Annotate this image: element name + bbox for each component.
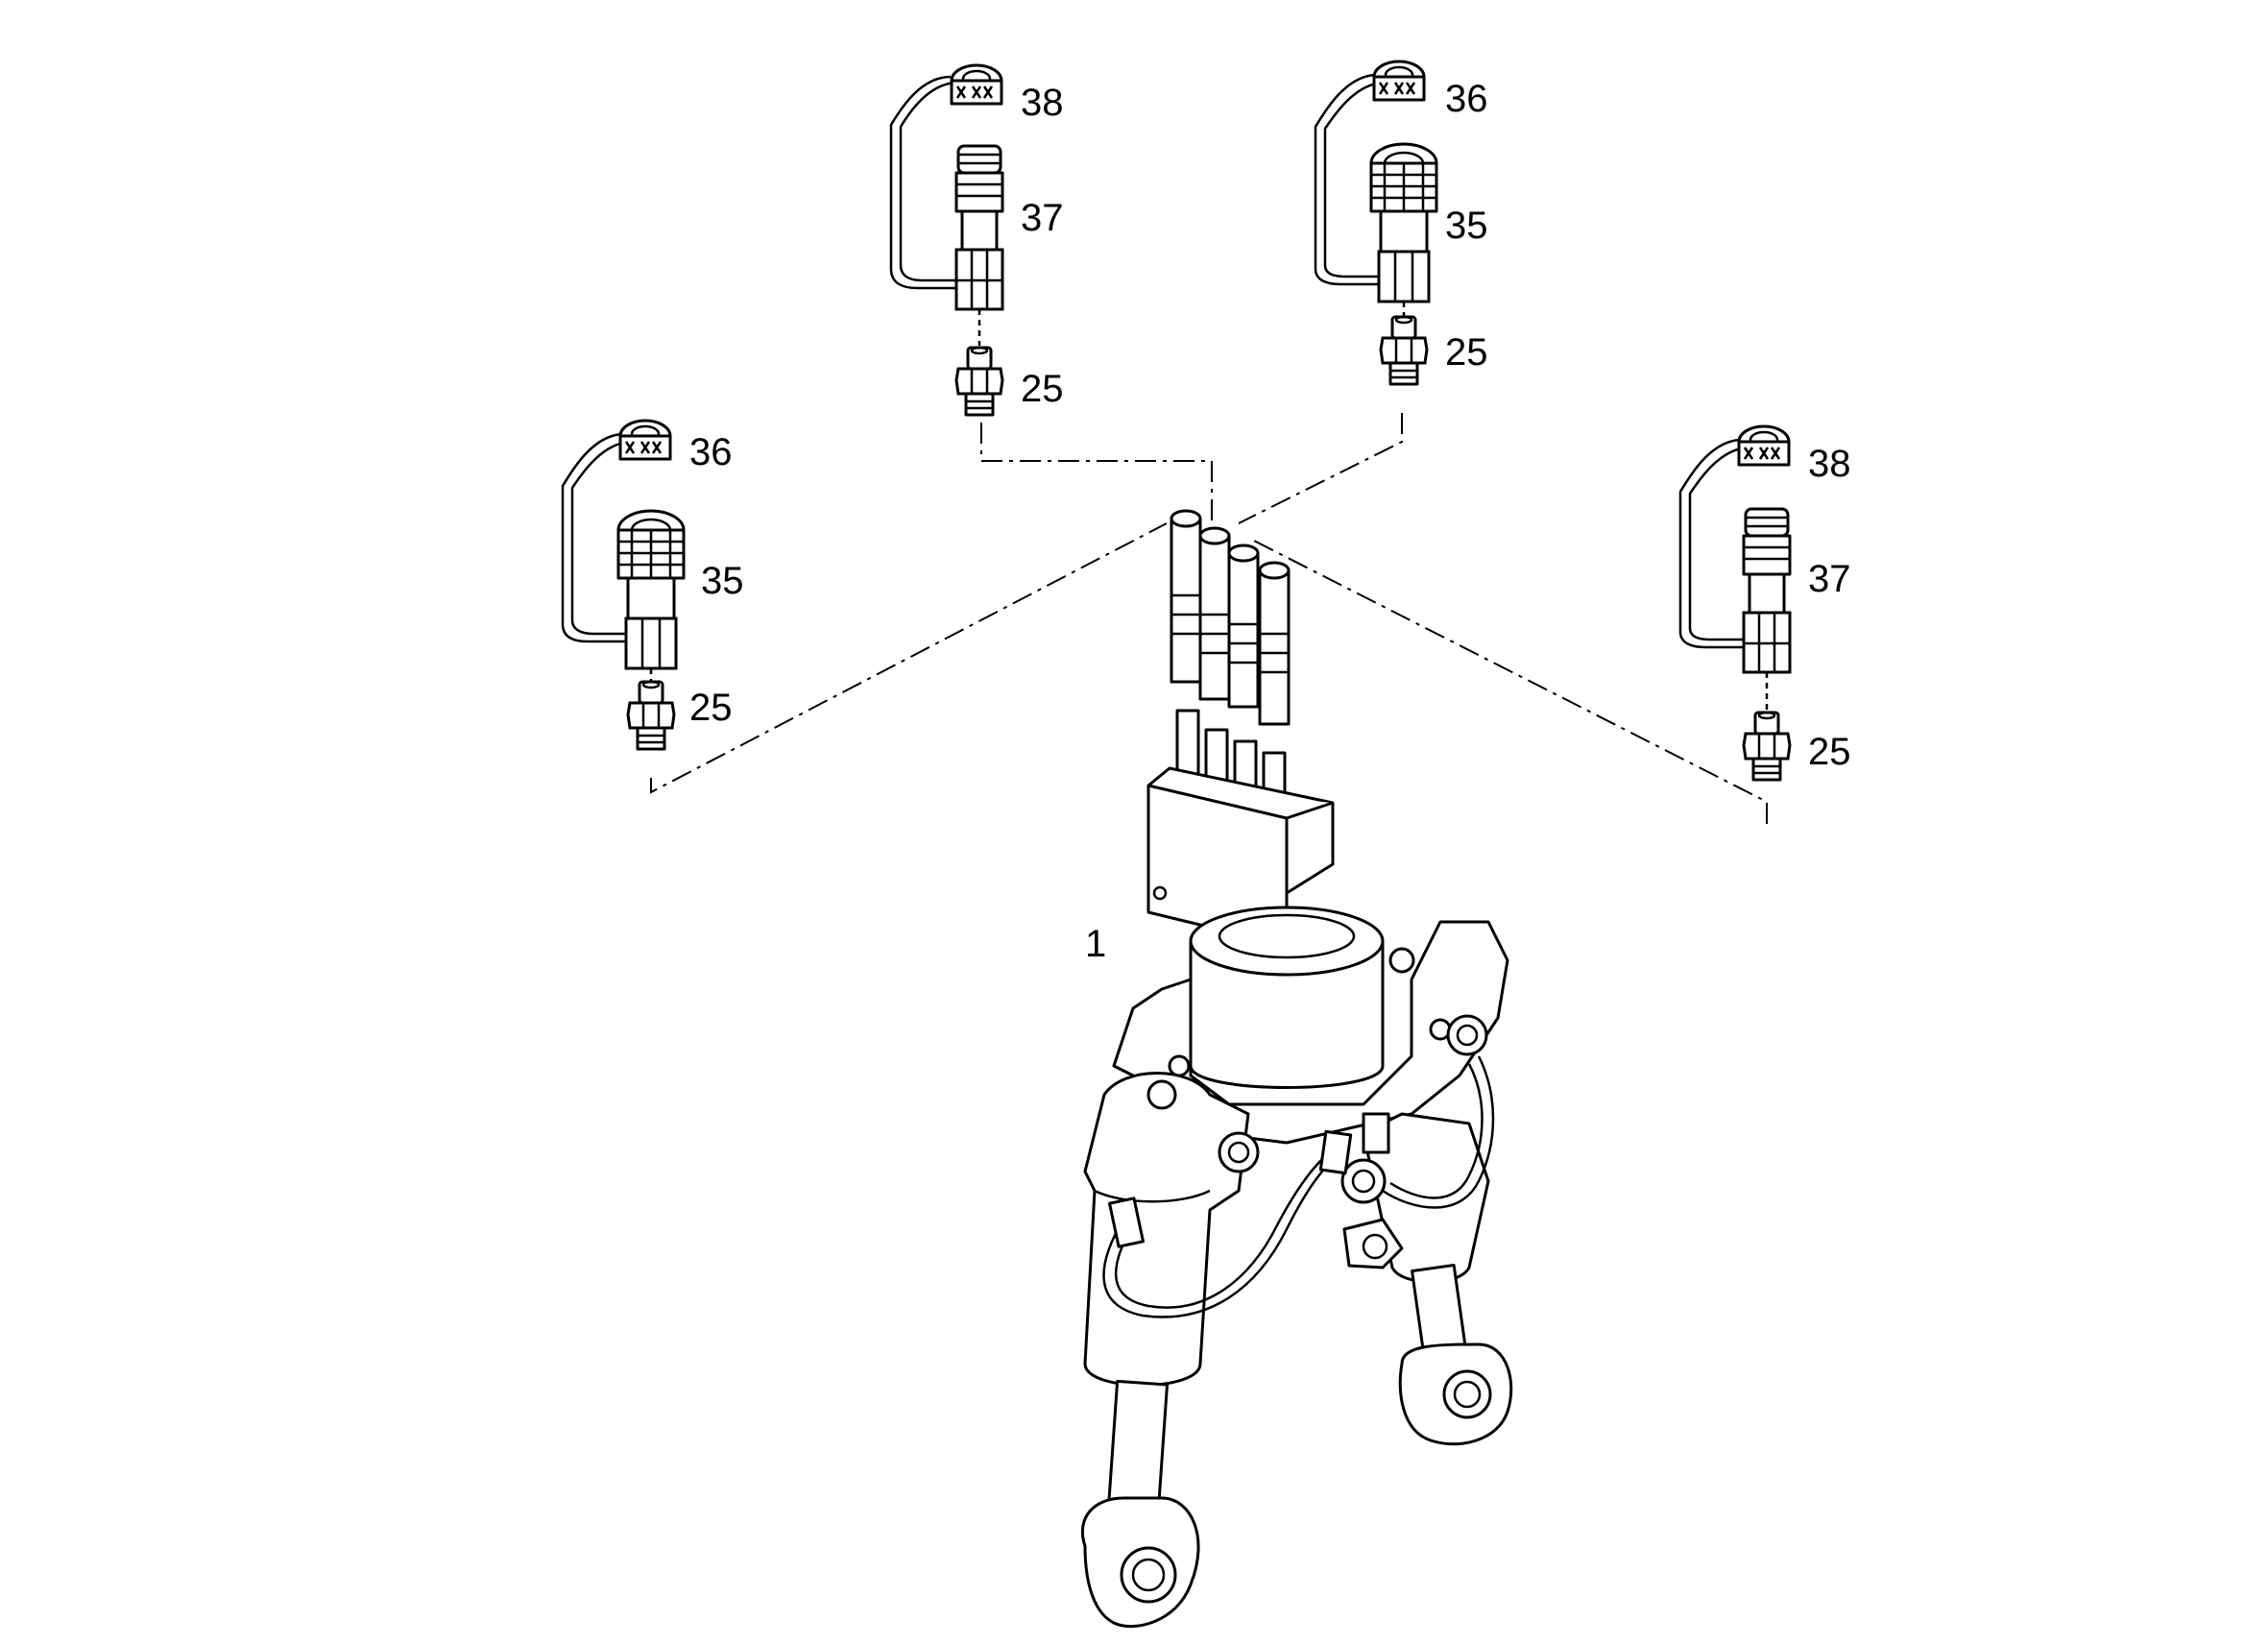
coupling-group-left: 36 35 25	[561, 419, 744, 751]
female-coupler	[616, 509, 686, 670]
retaining-cord	[1314, 73, 1381, 286]
callout-35: 35	[1445, 205, 1488, 247]
male-coupler	[954, 144, 1004, 311]
main-assembly: 1	[1080, 509, 1513, 1629]
callout-25: 25	[1445, 331, 1488, 374]
nipple	[626, 680, 676, 751]
coupling-group-right: 38 37 25	[1678, 424, 1851, 782]
callout-36: 36	[689, 431, 733, 473]
dust-cap	[1737, 424, 1791, 467]
male-coupler	[1742, 507, 1792, 674]
coupling-group-top-left: 38 37 25	[889, 63, 1064, 417]
callout-25: 25	[689, 687, 733, 729]
hydraulic-cylinder-left	[1080, 1072, 1250, 1629]
callout-37: 37	[1808, 558, 1851, 600]
callout-38: 38	[1808, 443, 1851, 485]
retaining-cord	[1678, 438, 1746, 649]
callout-37: 37	[1021, 197, 1064, 239]
callout-25: 25	[1021, 368, 1064, 410]
hydraulic-hoses	[1102, 1055, 1495, 1318]
hydraulic-cylinder-right	[1362, 1112, 1513, 1446]
retaining-cord	[561, 432, 626, 643]
dust-cap	[950, 63, 1003, 106]
leader-lines	[650, 413, 1768, 824]
callout-36: 36	[1445, 78, 1488, 120]
nipple	[954, 346, 1004, 417]
nipple	[1379, 315, 1429, 386]
rotary-column	[1189, 906, 1385, 1089]
pivot-pins	[1218, 1014, 1488, 1269]
callout-35: 35	[701, 560, 744, 602]
female-coupler	[1369, 142, 1438, 303]
dust-cap	[1372, 60, 1426, 102]
callout-1: 1	[1085, 923, 1106, 965]
nipple	[1742, 711, 1792, 782]
retaining-cord	[889, 75, 960, 290]
callout-25: 25	[1808, 731, 1851, 773]
coupling-group-top-right: 36 35 25	[1314, 60, 1488, 386]
callout-38: 38	[1021, 82, 1064, 124]
manifold-block	[1146, 766, 1335, 962]
dust-cap	[618, 419, 672, 461]
